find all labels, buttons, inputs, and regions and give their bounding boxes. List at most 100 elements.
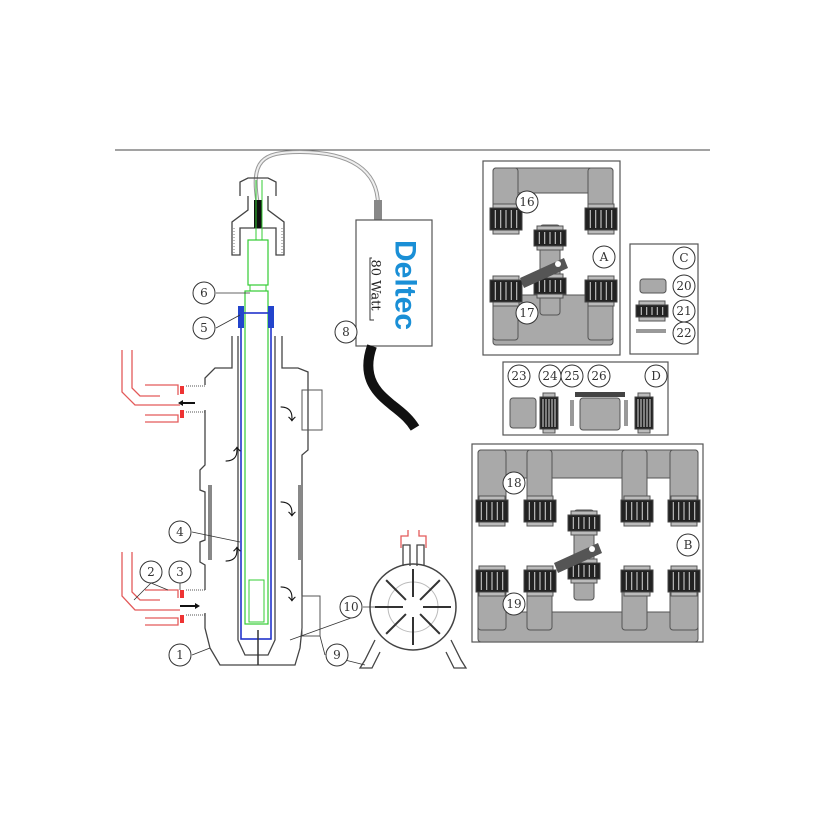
o-ring <box>636 329 666 333</box>
part-number: 5 <box>200 321 208 335</box>
hose-barb-outlet <box>121 350 205 423</box>
mounting-bracket-bottom <box>301 595 321 637</box>
union-fitting <box>523 495 557 527</box>
part-number: 22 <box>676 326 691 340</box>
part-number: 23 <box>511 369 526 383</box>
part-callout-18: 18 <box>502 471 526 495</box>
end-cap <box>231 177 285 256</box>
mounting-bracket-top <box>301 389 323 431</box>
union-fitting <box>475 495 509 527</box>
cable-strain-relief <box>374 200 382 220</box>
part-number: 17 <box>519 306 534 320</box>
union-fitting <box>567 510 601 536</box>
hose-barb-inlet <box>121 552 205 626</box>
kit-letter: D <box>651 369 661 383</box>
part-callout-3: 3 <box>168 560 192 584</box>
valve-handle <box>575 392 625 397</box>
union-fitting <box>567 558 601 584</box>
part-number: 20 <box>676 279 691 293</box>
part-callout-5: 5 <box>192 316 216 340</box>
part-callout-8: 8 <box>334 320 358 344</box>
impeller-vane <box>385 579 407 601</box>
pipe-segment <box>477 611 699 643</box>
part-callout-10: 10 <box>339 595 363 619</box>
svg-text:⤵: ⤵ <box>280 500 296 519</box>
union-fitting <box>489 203 523 235</box>
union-fitting <box>539 392 559 434</box>
quartz-sleeve <box>240 312 272 640</box>
ballast-unit: Deltec 80 Watt <box>355 219 433 347</box>
svg-text:⤴: ⤴ <box>225 445 241 464</box>
part-callout-9: 9 <box>325 643 349 667</box>
kit-label-b: B <box>676 533 700 557</box>
part-callout-1: 1 <box>168 643 192 667</box>
adapter <box>509 397 537 429</box>
impeller-vane <box>419 613 441 635</box>
mains-cord <box>363 344 420 431</box>
union-fitting <box>667 565 701 597</box>
union-fitting <box>635 300 669 322</box>
part-callout-26: 26 <box>587 364 611 388</box>
kit-letter: A <box>599 250 609 264</box>
part-number: 21 <box>676 304 691 318</box>
o-ring <box>624 400 628 426</box>
part-number: 25 <box>564 369 579 383</box>
impeller-vane <box>385 613 407 635</box>
union-fitting <box>489 275 523 307</box>
o-ring-right <box>268 306 274 328</box>
part-callout-2: 2 <box>139 560 163 584</box>
union-fitting <box>667 495 701 527</box>
part-callout-17: 17 <box>515 301 539 325</box>
part-number: 10 <box>343 600 358 614</box>
uv-lamp <box>244 180 269 625</box>
union-fitting <box>533 225 567 251</box>
ballast-brand: Deltec <box>389 240 422 330</box>
svg-text:⤵: ⤵ <box>280 405 296 424</box>
part-number: 9 <box>333 648 341 662</box>
part-number: 16 <box>519 195 534 209</box>
kit-letter: B <box>684 538 693 552</box>
part-callout-23: 23 <box>507 364 531 388</box>
part-callout-19: 19 <box>502 592 526 616</box>
svg-text:⤵: ⤵ <box>280 585 296 604</box>
o-ring-left <box>238 306 244 328</box>
part-callout-24: 24 <box>538 364 562 388</box>
part-callout-20: 20 <box>672 274 696 298</box>
kit-label-d: D <box>644 364 668 388</box>
part-number: 6 <box>200 286 208 300</box>
union-fitting <box>533 273 567 299</box>
part-callout-16: 16 <box>515 190 539 214</box>
svg-text:⤴: ⤴ <box>225 545 241 564</box>
part-number: 8 <box>342 325 350 339</box>
part-callout-4: 4 <box>168 520 192 544</box>
part-number: 18 <box>506 476 521 490</box>
pipe-fittings <box>475 167 701 643</box>
union-fitting <box>523 565 557 597</box>
part-number: 26 <box>591 369 606 383</box>
union-fitting <box>634 392 654 434</box>
adapter <box>639 278 667 294</box>
kit-label-c: C <box>672 246 696 270</box>
flow-arrows: ⤵ ⤴ ⤵ ⤴ ⤵ <box>225 405 296 604</box>
pump <box>358 530 468 669</box>
part-callout-6: 6 <box>192 281 216 305</box>
part-number: 3 <box>176 565 184 579</box>
part-callout-25: 25 <box>560 364 584 388</box>
kit-letter: C <box>679 251 688 265</box>
part-callout-21: 21 <box>672 299 696 323</box>
ball-valve-body <box>579 397 621 431</box>
part-number: 1 <box>176 648 184 662</box>
union-fitting <box>620 495 654 527</box>
part-number: 2 <box>147 565 155 579</box>
union-fitting <box>584 203 618 235</box>
union-fitting <box>584 275 618 307</box>
part-callout-22: 22 <box>672 321 696 345</box>
union-fitting <box>620 565 654 597</box>
power-cable <box>253 149 380 206</box>
union-fitting <box>475 565 509 597</box>
o-ring <box>570 400 574 426</box>
part-number: 24 <box>542 369 558 383</box>
kit-label-a: A <box>592 245 616 269</box>
